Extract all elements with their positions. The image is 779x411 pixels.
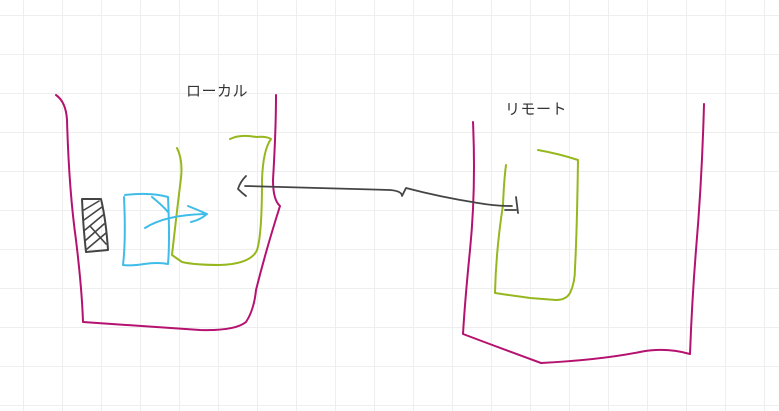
- local-repository: [171, 134, 272, 266]
- connection-line: [237, 175, 519, 214]
- working-area: [122, 192, 170, 267]
- local-label: ローカル: [186, 82, 249, 100]
- remote-container: [462, 103, 705, 364]
- remote-repository: [494, 149, 579, 301]
- remote-label: リモート: [505, 100, 568, 118]
- file-icon: [81, 198, 109, 253]
- local-container: [55, 94, 281, 332]
- file-hatch: [83, 200, 107, 250]
- commit-arrow: [144, 196, 208, 229]
